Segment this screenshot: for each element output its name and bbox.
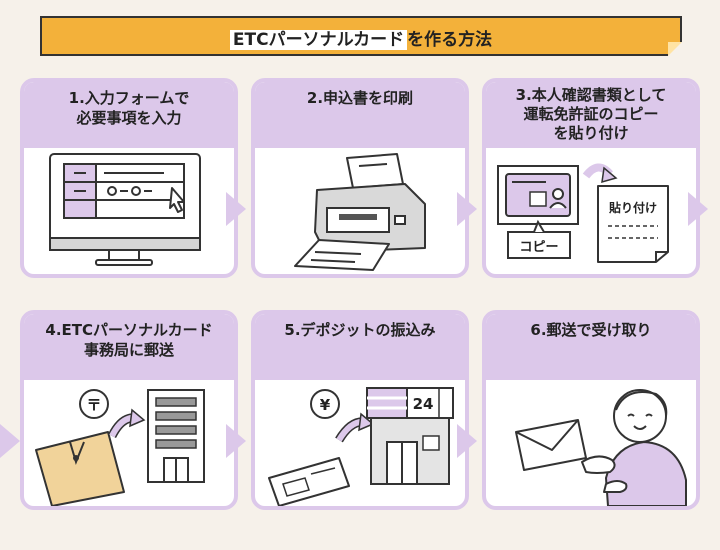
title-highlight: ETCパーソナルカード bbox=[230, 30, 407, 50]
step-label: 1.入力フォームで必要事項を入力 bbox=[30, 88, 228, 128]
postal-mark: 〒 bbox=[86, 396, 101, 414]
license-copy-illustration: コピー 貼り付け bbox=[486, 148, 696, 274]
page-title: ETCパーソナルカードを作る方法 bbox=[42, 25, 680, 50]
copy-caption: コピー bbox=[519, 240, 558, 255]
yen-mark: ¥ bbox=[320, 396, 331, 414]
step-label: 5.デポジットの振込み bbox=[261, 320, 459, 340]
step-card-4: 4.ETCパーソナルカード事務局に郵送 〒 bbox=[20, 310, 238, 510]
monitor-form-illustration bbox=[24, 148, 234, 274]
step-label: 6.郵送で受け取り bbox=[492, 320, 690, 340]
step-card-6: 6.郵送で受け取り bbox=[482, 310, 700, 510]
title-banner: ETCパーソナルカードを作る方法 bbox=[40, 16, 682, 56]
next-arrow bbox=[226, 424, 246, 458]
title-fold-corner bbox=[668, 42, 682, 56]
step-label: 4.ETCパーソナルカード事務局に郵送 bbox=[30, 320, 228, 360]
step-label: 3.本人確認書類として運転免許証のコピーを貼り付け bbox=[492, 86, 690, 143]
title-rest: を作る方法 bbox=[407, 30, 492, 50]
store-number: 24 bbox=[413, 395, 434, 413]
incoming-arrow bbox=[0, 424, 20, 458]
deposit-transfer-illustration: ¥ 24 bbox=[255, 380, 465, 506]
receive-by-mail-illustration bbox=[486, 380, 696, 506]
step-card-2: 2.申込書を印刷 bbox=[251, 78, 469, 278]
next-arrow bbox=[457, 192, 477, 226]
next-arrow bbox=[457, 424, 477, 458]
next-arrow bbox=[226, 192, 246, 226]
next-arrow bbox=[688, 192, 708, 226]
mail-to-office-illustration: 〒 bbox=[24, 380, 234, 506]
step-label: 2.申込書を印刷 bbox=[261, 88, 459, 108]
step-card-3: 3.本人確認書類として運転免許証のコピーを貼り付け コピー 貼り付け bbox=[482, 78, 700, 278]
step-card-1: 1.入力フォームで必要事項を入力 bbox=[20, 78, 238, 278]
step-card-5: 5.デポジットの振込み ¥ 24 bbox=[251, 310, 469, 510]
printer-illustration bbox=[255, 148, 465, 274]
paste-caption: 貼り付け bbox=[609, 200, 657, 215]
